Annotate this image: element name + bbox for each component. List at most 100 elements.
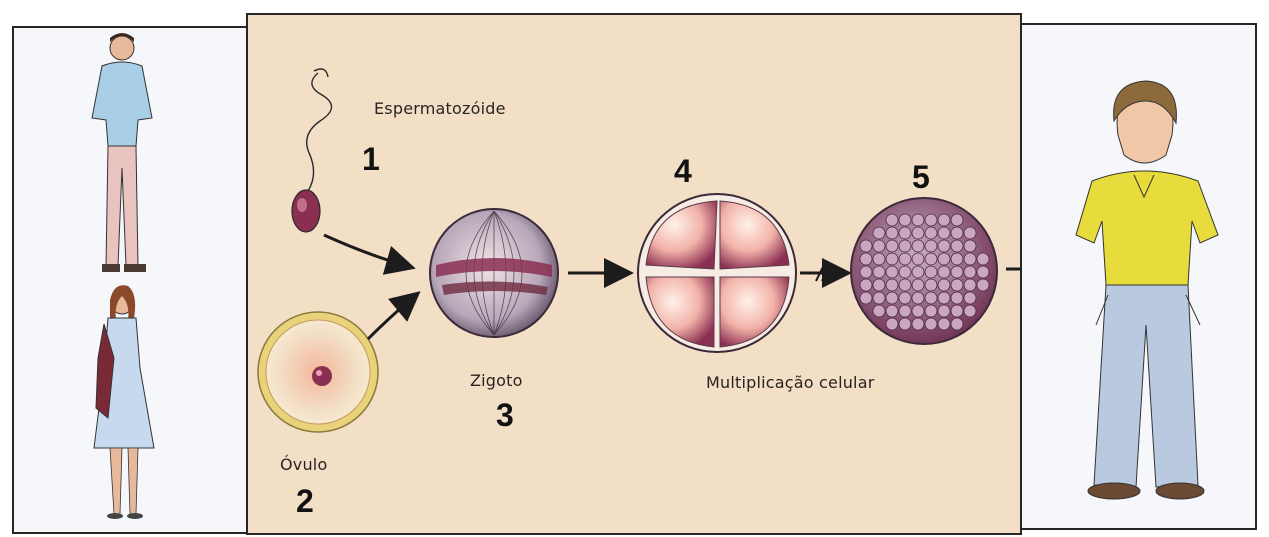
morula-blastomere	[899, 266, 911, 278]
morula-blastomere	[938, 266, 950, 278]
morula-blastomere	[938, 292, 950, 304]
woman-figure	[94, 285, 154, 519]
morula-blastomere	[873, 279, 885, 291]
number-5: 5	[912, 159, 930, 196]
sperm-cell	[292, 69, 332, 232]
morula-blastomere	[951, 227, 963, 239]
morula-blastomere	[925, 305, 937, 317]
morula-blastomere	[964, 266, 976, 278]
child-panel	[1020, 23, 1257, 530]
morula-blastomere	[899, 253, 911, 265]
sperm-label: Espermatozóide	[374, 99, 506, 118]
morula-blastomere	[886, 253, 898, 265]
morula-blastomere	[886, 214, 898, 226]
number-1: 1	[362, 141, 380, 178]
morula-blastomere	[977, 253, 989, 265]
morula-blastomere	[912, 305, 924, 317]
child-illustration	[1022, 25, 1259, 532]
morula-blastomere	[951, 279, 963, 291]
morula-blastomere	[886, 240, 898, 252]
morula-blastomere	[873, 253, 885, 265]
morula-blastomere	[938, 279, 950, 291]
morula-blastomere	[873, 292, 885, 304]
morula-blastomere	[964, 292, 976, 304]
morula-blastomere	[899, 227, 911, 239]
morula-blastomere	[912, 240, 924, 252]
morula-blastomere	[860, 266, 872, 278]
morula-blastomere	[873, 227, 885, 239]
four-cell-embryo	[638, 194, 796, 352]
morula-blastomere	[951, 305, 963, 317]
morula-blastomere	[873, 266, 885, 278]
morula-blastomere	[912, 266, 924, 278]
development-illustration	[248, 15, 1024, 537]
multiplication-label: Multiplicação celular	[706, 373, 875, 392]
morula-blastomere	[899, 292, 911, 304]
zygote-label: Zigoto	[470, 371, 523, 390]
morula-blastomere	[964, 305, 976, 317]
morula-blastomere	[899, 214, 911, 226]
number-3: 3	[496, 397, 514, 434]
morula-blastomere	[860, 253, 872, 265]
morula-blastomere	[925, 240, 937, 252]
morula-blastomere	[925, 253, 937, 265]
morula-blastomere	[886, 266, 898, 278]
morula-blastomere	[951, 318, 963, 330]
egg-cell	[258, 312, 378, 432]
number-2: 2	[296, 483, 314, 520]
morula-blastomere	[925, 266, 937, 278]
morula-blastomere	[912, 253, 924, 265]
morula-cell	[851, 198, 997, 344]
zygote-cell	[430, 209, 558, 337]
morula-blastomere	[925, 318, 937, 330]
morula-blastomere	[886, 305, 898, 317]
morula-blastomere	[925, 279, 937, 291]
morula-blastomere	[899, 318, 911, 330]
morula-blastomere	[899, 240, 911, 252]
parents-illustration	[14, 28, 250, 536]
morula-blastomere	[964, 227, 976, 239]
development-panel: Espermatozóide 1 Óvulo 2 Zigoto 3 4 5 Mu…	[246, 13, 1022, 535]
morula-blastomere	[964, 253, 976, 265]
morula-blastomere	[873, 240, 885, 252]
morula-blastomere	[938, 305, 950, 317]
morula-blastomere	[925, 227, 937, 239]
morula-blastomere	[886, 318, 898, 330]
morula-blastomere	[899, 305, 911, 317]
morula-blastomere	[886, 227, 898, 239]
morula-blastomere	[938, 253, 950, 265]
morula-blastomere	[951, 214, 963, 226]
morula-blastomere	[951, 292, 963, 304]
morula-blastomere	[964, 240, 976, 252]
morula-blastomere	[951, 266, 963, 278]
morula-blastomere	[938, 227, 950, 239]
morula-blastomere	[938, 240, 950, 252]
morula-blastomere	[886, 279, 898, 291]
morula-blastomere	[977, 279, 989, 291]
morula-blastomere	[912, 279, 924, 291]
morula-blastomere	[925, 214, 937, 226]
morula-blastomere	[886, 292, 898, 304]
morula-blastomere	[912, 227, 924, 239]
morula-blastomere	[912, 292, 924, 304]
number-4: 4	[674, 153, 692, 190]
boy-figure	[1076, 81, 1218, 499]
morula-blastomere	[860, 279, 872, 291]
morula-blastomere	[912, 214, 924, 226]
morula-blastomere	[977, 266, 989, 278]
morula-blastomere	[860, 292, 872, 304]
morula-blastomere	[873, 305, 885, 317]
man-figure	[92, 33, 152, 272]
morula-blastomere	[860, 240, 872, 252]
morula-blastomere	[964, 279, 976, 291]
morula-blastomere	[899, 279, 911, 291]
morula-blastomere	[938, 214, 950, 226]
morula-blastomere	[912, 318, 924, 330]
parents-panel	[12, 26, 248, 534]
morula-blastomere	[951, 253, 963, 265]
egg-label: Óvulo	[280, 455, 327, 474]
morula-blastomere	[951, 240, 963, 252]
morula-blastomere	[925, 292, 937, 304]
morula-blastomere	[938, 318, 950, 330]
